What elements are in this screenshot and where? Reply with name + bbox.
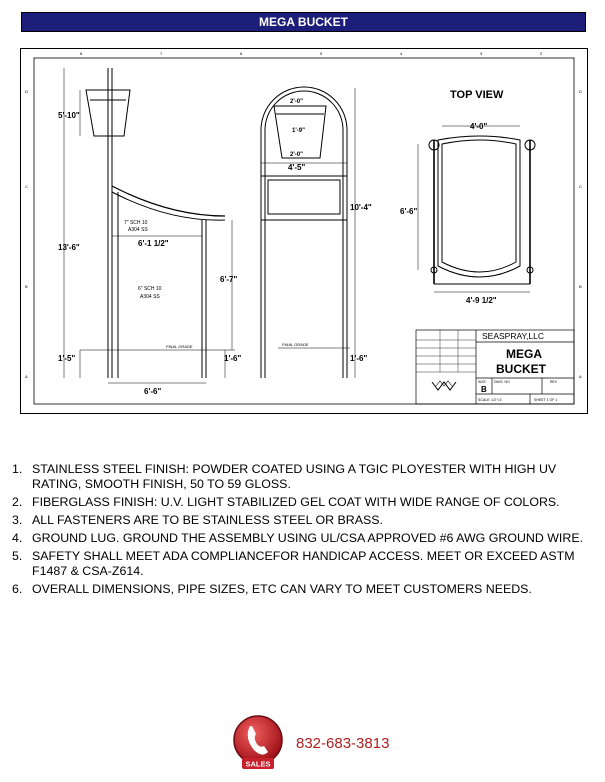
svg-text:B: B (25, 284, 28, 289)
technical-drawing: D C B A D C B A 8 7 6 5 4 3 2 5'-10" 13'-6" 1'-5" 6… (20, 48, 588, 414)
note-text: ALL FASTENERS ARE TO BE STAINLESS STEEL … (32, 513, 383, 527)
note-item: 6. OVERALL DIMENSIONS, PIPE SIZES, ETC CA… (12, 582, 592, 597)
dim-1-6: 1'-6" (224, 354, 241, 363)
note-item: 1. STAINLESS STEEL FINISH: POWDER COATED… (12, 462, 592, 492)
note-number: 4. (12, 531, 23, 545)
pipe-note-top-1: 7" SCH 10 (124, 220, 148, 226)
svg-text:2: 2 (540, 51, 543, 56)
dim-13-6: 13'-6" (58, 243, 80, 252)
top-view-label: TOP VIEW (450, 89, 504, 101)
top-view (417, 125, 536, 293)
front-view (260, 86, 356, 378)
dim-6-1-1-2: 6'-1 1/2" (138, 239, 169, 248)
scale-label: SCALE: 1/2"=1' (478, 398, 503, 402)
company-name: SEASPRAY,LLC (482, 331, 544, 341)
note-item: 3. ALL FASTENERS ARE TO BE STAINLESS STEE… (12, 513, 592, 528)
company-logo (431, 380, 457, 391)
page-title: MEGA BUCKET (21, 12, 586, 32)
dim-2-0-bottom: 2'-0" (290, 152, 303, 158)
dim-4-5: 4'-5" (288, 163, 305, 172)
pipe-note-main-1: 6" SCH 10 (138, 286, 162, 292)
svg-text:A: A (25, 374, 28, 379)
rev-label: REV (550, 380, 558, 384)
svg-text:C: C (579, 184, 582, 189)
svg-text:6: 6 (240, 51, 243, 56)
note-text: STAINLESS STEEL FINISH: POWDER COATED US… (32, 462, 557, 491)
note-text: FIBERGLASS FINISH: U.V. LIGHT STABILIZED… (32, 495, 560, 509)
dim-6-6-top: 6'-6" (400, 207, 417, 216)
sheet-label: SHEET 1 OF 1 (534, 398, 557, 402)
note-number: 1. (12, 462, 23, 476)
dim-1-5: 1'-5" (58, 354, 75, 363)
dim-6-6: 6'-6" (144, 387, 161, 396)
svg-text:D: D (579, 89, 582, 94)
dim-10-4: 10'-4" (350, 203, 372, 212)
final-grade-front: FINAL GRADE (282, 342, 309, 347)
size-label: SIZE (478, 380, 486, 384)
note-number: 3. (12, 513, 23, 527)
product-line-1: MEGA (506, 347, 542, 361)
note-text: OVERALL DIMENSIONS, PIPE SIZES, ETC CAN … (32, 582, 532, 596)
svg-text:4: 4 (400, 51, 403, 56)
pipe-note-top-2: A304 SS (128, 227, 148, 233)
size-value: B (481, 385, 487, 394)
sales-label: SALES (245, 760, 270, 769)
pipe-note-main-2: A304 SS (140, 294, 160, 300)
sales-phone-icon[interactable]: SALES (230, 714, 286, 772)
note-text: SAFETY SHALL MEET ADA COMPLIANCEFOR HAND… (32, 549, 575, 578)
svg-text:5: 5 (320, 51, 323, 56)
dim-2-0-top: 2'-0" (290, 99, 303, 105)
svg-text:C: C (25, 184, 28, 189)
phone-number[interactable]: 832-683-3813 (296, 734, 390, 752)
notes-list: 1. STAINLESS STEEL FINISH: POWDER COATED… (12, 462, 592, 600)
dim-5-10: 5'-10" (58, 111, 80, 120)
note-number: 2. (12, 495, 23, 509)
dim-1-6-front: 1'-6" (350, 354, 367, 363)
dim-4-9-1-2: 4'-9 1/2" (466, 296, 497, 305)
sales-contact[interactable]: SALES 832-683-3813 (230, 712, 480, 774)
dim-1-9: 1'-9" (292, 128, 305, 134)
dim-6-7: 6'-7" (220, 275, 237, 284)
note-item: 5. SAFETY SHALL MEET ADA COMPLIANCEFOR HA… (12, 549, 592, 579)
svg-text:B: B (579, 284, 582, 289)
product-line-2: BUCKET (496, 362, 547, 376)
note-number: 6. (12, 582, 23, 596)
svg-text:3: 3 (480, 51, 483, 56)
final-grade-side: FINAL GRADE (166, 344, 193, 349)
note-item: 4. GROUND LUG. GROUND THE ASSEMBLY USING … (12, 531, 592, 546)
note-text: GROUND LUG. GROUND THE ASSEMBLY USING UL… (32, 531, 584, 545)
svg-text:7: 7 (160, 51, 163, 56)
svg-text:D: D (25, 89, 28, 94)
note-number: 5. (12, 549, 23, 563)
dwg-label: DWG. NO (494, 380, 510, 384)
svg-text:A: A (579, 374, 582, 379)
side-view (63, 68, 235, 384)
note-item: 2. FIBERGLASS FINISH: U.V. LIGHT STABILI… (12, 495, 592, 510)
dim-4-0: 4'-0" (470, 122, 487, 131)
title-block (415, 329, 575, 405)
svg-text:8: 8 (80, 51, 83, 56)
